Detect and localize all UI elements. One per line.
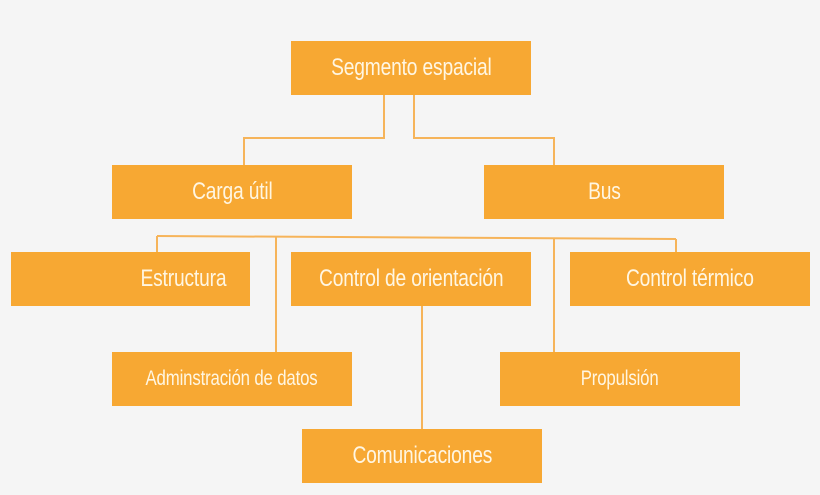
node-carga-util: Carga útil bbox=[112, 165, 352, 219]
node-label: Adminstración de datos bbox=[145, 367, 319, 390]
node-adminstracion-de-datos: Adminstración de datos bbox=[112, 352, 352, 406]
node-label: Bus bbox=[587, 178, 621, 205]
node-label: Control térmico bbox=[626, 265, 754, 292]
node-label: Propulsión bbox=[581, 367, 659, 390]
connector-distribution-bar bbox=[156, 235, 677, 240]
node-comunicaciones: Comunicaciones bbox=[302, 429, 542, 483]
node-bus: Bus bbox=[484, 165, 724, 219]
connector-root-to-bus bbox=[413, 95, 555, 165]
node-label: Control de orientación bbox=[318, 265, 504, 292]
node-segmento-espacial: Segmento espacial bbox=[291, 41, 531, 95]
node-label: Comunicaciones bbox=[352, 442, 492, 469]
node-label: Estructura bbox=[140, 265, 226, 292]
node-propulsion: Propulsión bbox=[500, 352, 740, 406]
node-label: Segmento espacial bbox=[330, 54, 492, 81]
node-control-de-orientacion: Control de orientación bbox=[291, 252, 531, 306]
node-estructura: Estructura bbox=[11, 252, 250, 306]
node-label: Carga útil bbox=[191, 178, 273, 205]
node-control-termico: Control térmico bbox=[570, 252, 810, 306]
connector-root-to-payload bbox=[243, 95, 385, 165]
